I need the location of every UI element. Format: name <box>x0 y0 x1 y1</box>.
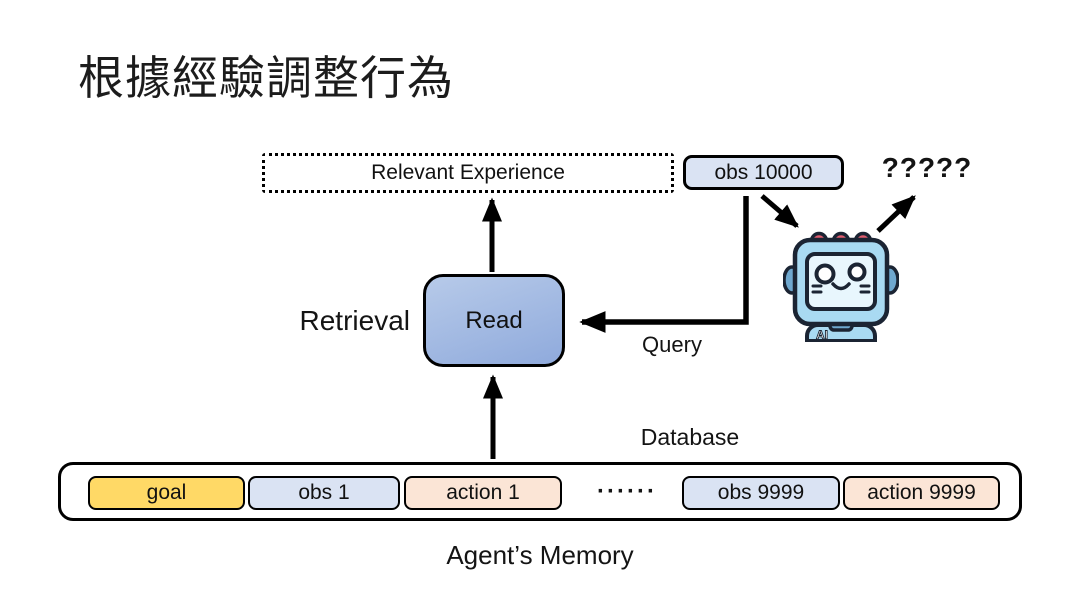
ellipsis-dots: ······ <box>597 478 657 505</box>
question-marks-text: ????? <box>881 152 973 183</box>
robot-right-eye <box>847 262 867 282</box>
relevant-experience-label: Relevant Experience <box>371 161 565 184</box>
ai-robot-icon: AI <box>783 231 899 342</box>
read-label: Read <box>465 306 523 334</box>
database-label: Database <box>640 424 740 450</box>
query-label: Query <box>642 332 702 357</box>
memory-item-label: action 9999 <box>867 481 976 504</box>
memory-item-label: obs 1 <box>298 481 350 504</box>
memory-item-label: goal <box>146 481 187 504</box>
arrow-query-obs-to-read <box>579 196 749 333</box>
obs-10000-box: obs 10000 <box>683 155 844 190</box>
robot-smile <box>831 282 851 291</box>
read-box: Read <box>423 274 565 367</box>
obs-10000-label: obs 10000 <box>714 160 813 184</box>
memory-item-obs-1: obs 1 <box>248 476 400 510</box>
relevant-experience-box: Relevant Experience <box>262 153 674 193</box>
memory-item-label: action 1 <box>446 481 520 504</box>
memory-item-obs-9999: obs 9999 <box>682 476 840 510</box>
slide-title: 根據經驗調整行為 <box>78 52 454 104</box>
memory-item-label: obs 9999 <box>717 481 805 504</box>
memory-item-action-9999: action 9999 <box>843 476 1000 510</box>
memory-item-goal: goal <box>88 476 245 510</box>
robot-left-eye <box>814 263 836 285</box>
robot-ai-label: AI <box>816 328 828 342</box>
memory-item-action-1: action 1 <box>404 476 562 510</box>
retrieval-label: Retrieval <box>299 305 410 336</box>
agent-memory-caption: Agent’s Memory <box>446 540 634 570</box>
